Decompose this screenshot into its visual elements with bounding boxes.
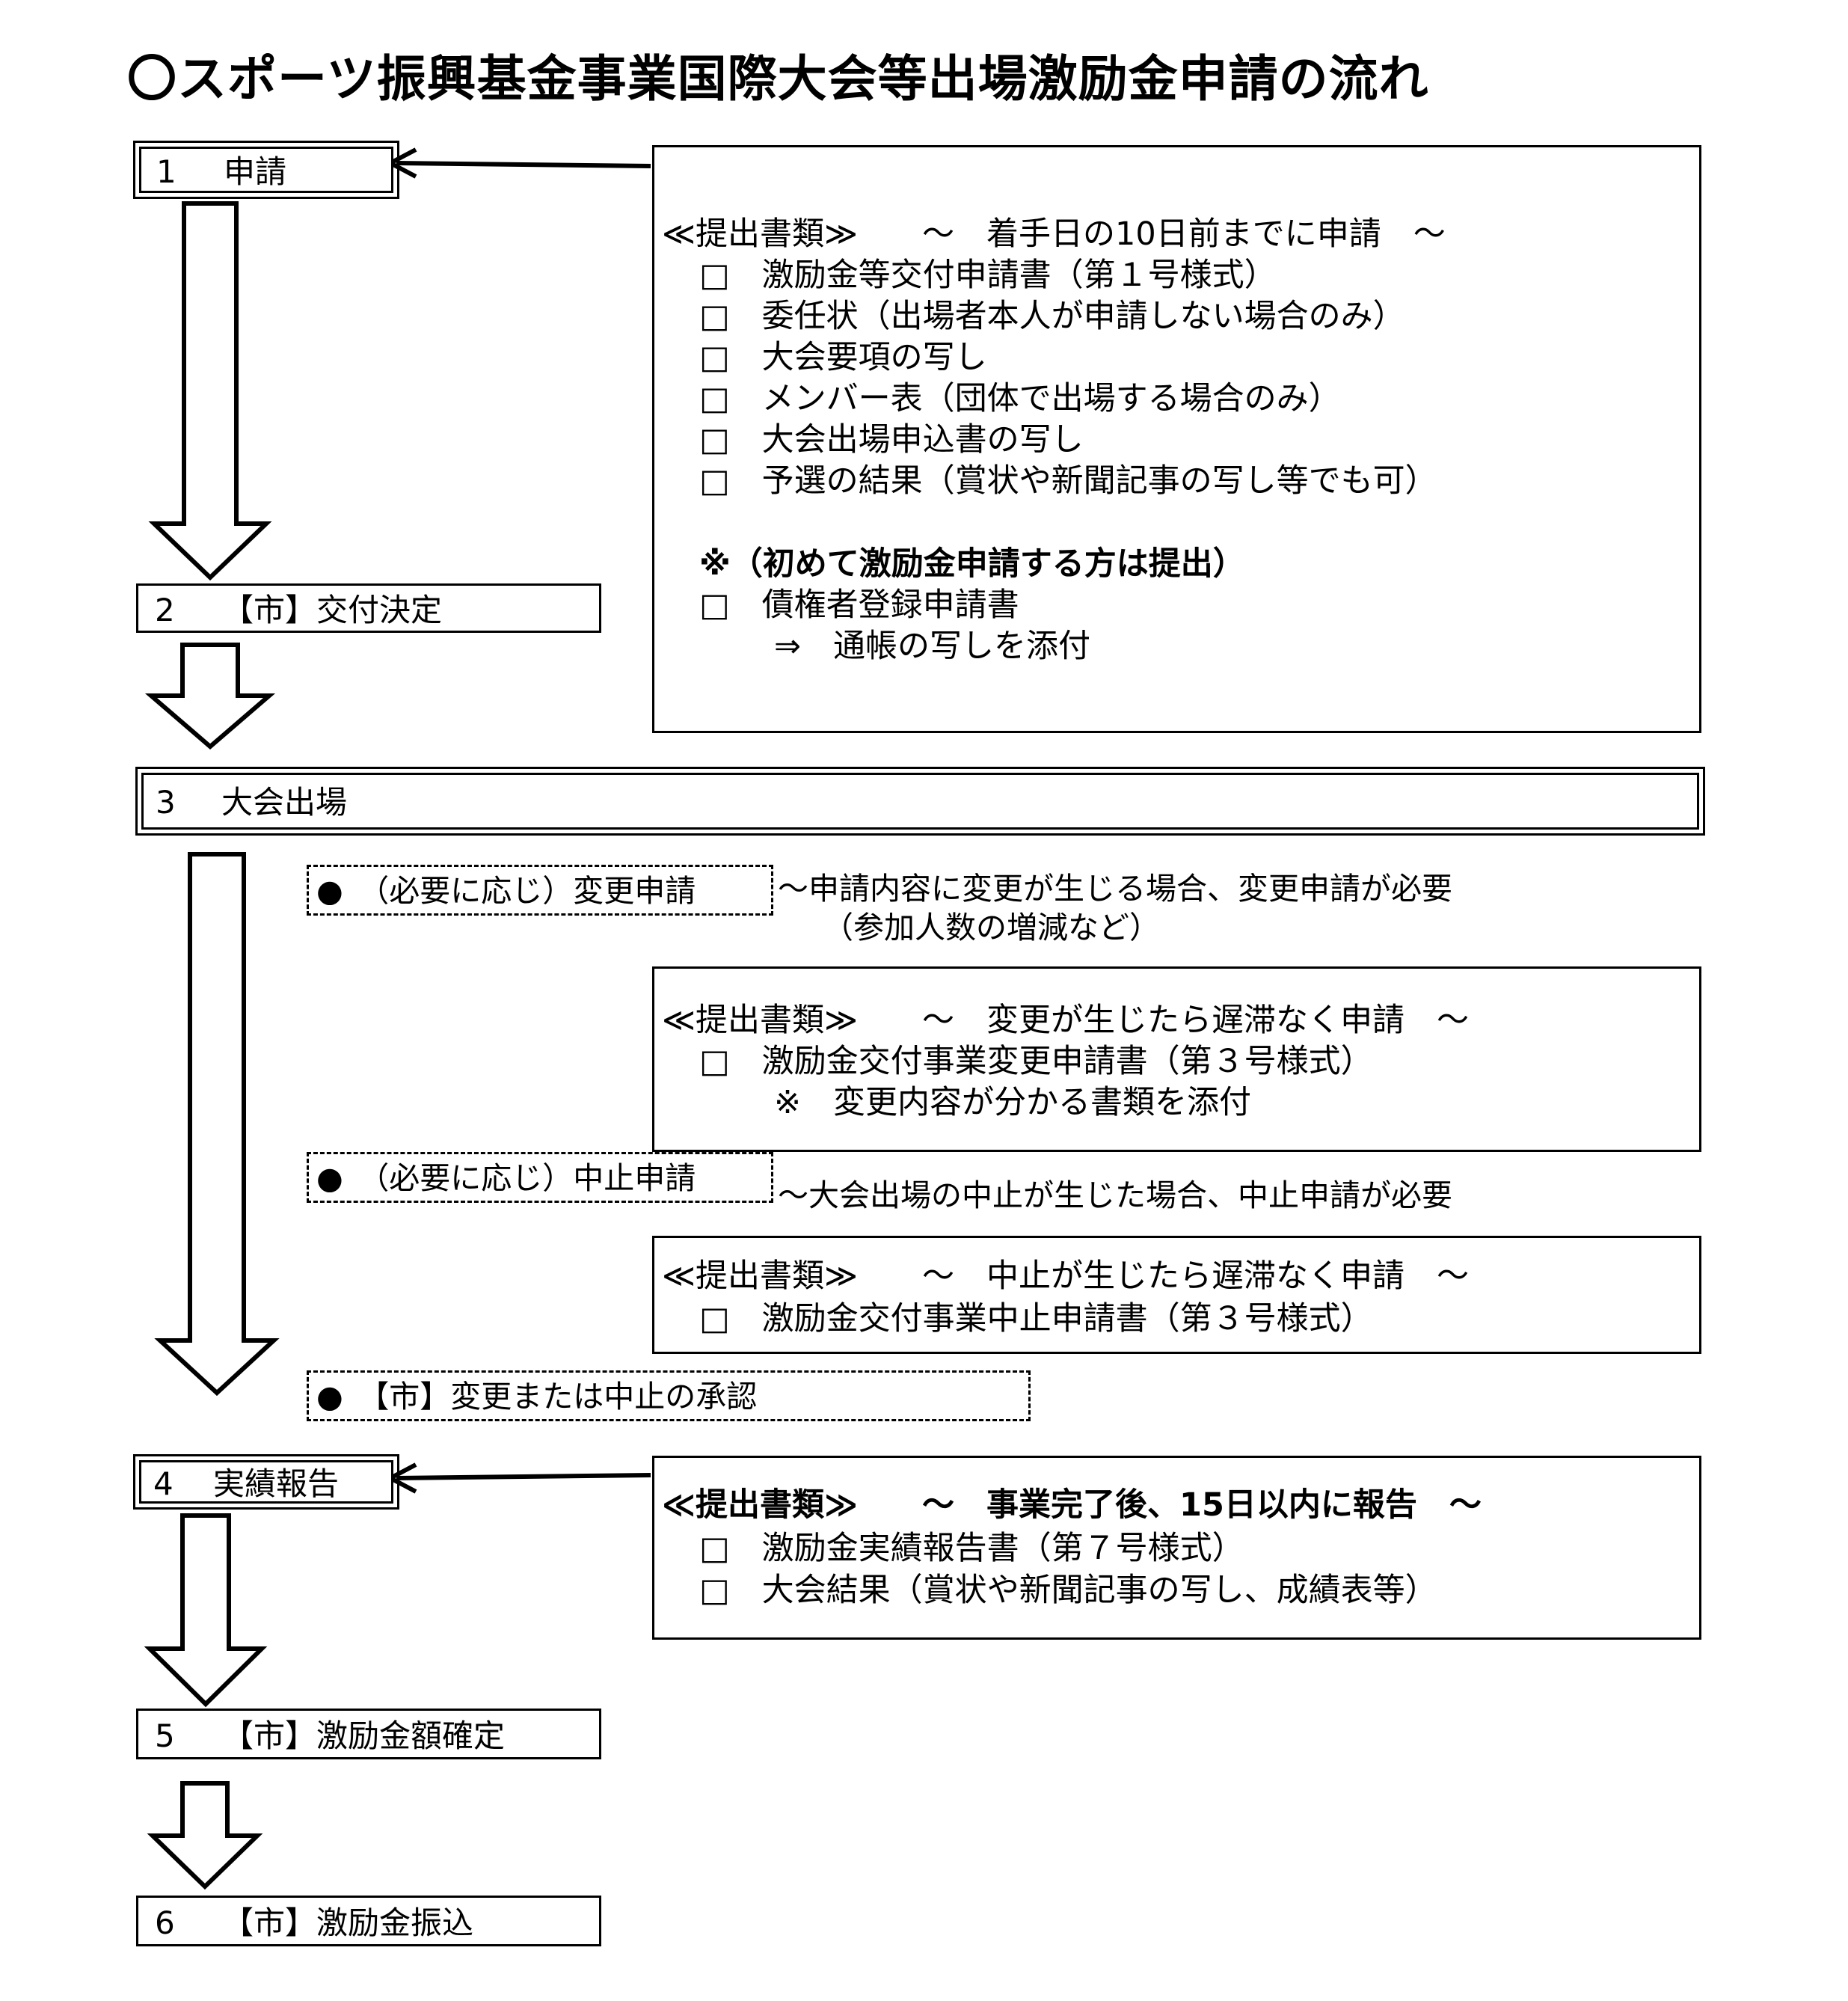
doc-item: □ 大会出場申込書の写し: [699, 421, 1084, 459]
required-documents-box-change: ≪提出書類≫ ～ 変更が生じたら遅滞なく申請 ～ □ 激励金交付事業変更申請書（…: [652, 966, 1701, 1152]
optional-change-label: ● （必要に応じ）変更申請: [316, 873, 696, 909]
step-5-box: 5 【市】激励金額確定: [136, 1709, 601, 1759]
step-4-number: 4: [153, 1465, 174, 1502]
optional-change-description: ～申請内容に変更が生じる場合、変更申請が必要: [778, 871, 1452, 907]
doc-box-2-note: ※ 変更内容が分かる書類を添付: [774, 1084, 1252, 1121]
optional-cancel-label: ● （必要に応じ）中止申請: [316, 1160, 696, 1196]
doc-item: □ メンバー表（団体で出場する場合のみ）: [699, 380, 1341, 417]
step-2-number: 2: [155, 592, 175, 628]
down-arrow-1-to-2: [148, 201, 272, 581]
doc-item: □ 債権者登録申請書: [699, 586, 1019, 624]
approval-box: ● 【市】変更または中止の承認: [307, 1370, 1031, 1421]
required-documents-box-application: ≪提出書類≫ ～ 着手日の10日前までに申請 ～ □ 激励金等交付申請書（第１号…: [652, 145, 1701, 733]
pointer-arrow-to-step1: [396, 161, 651, 168]
step-5-label: 【市】激励金額確定: [222, 1717, 506, 1754]
optional-change-request-box: ● （必要に応じ）変更申請: [307, 865, 773, 916]
doc-box-1-note: ※（初めて激励金申請する方は提出）: [699, 545, 1245, 583]
doc-box-1-attach-note: ⇒ 通帳の写しを添付: [774, 628, 1091, 665]
doc-item: □ 激励金実績報告書（第７号様式）: [699, 1530, 1244, 1567]
approval-label: ● 【市】変更または中止の承認: [316, 1379, 758, 1415]
step-3-label: 大会出場: [221, 784, 348, 821]
doc-box-2-header: ≪提出書類≫ ～ 変更が生じたら遅滞なく申請 ～: [662, 1002, 1470, 1039]
doc-item: □ 委任状（出場者本人が申請しない場合のみ）: [699, 298, 1405, 335]
pointer-arrow-to-step4: [396, 1473, 651, 1480]
step-5-number: 5: [155, 1717, 175, 1754]
step-3-number: 3: [156, 784, 176, 821]
doc-box-3-header: ≪提出書類≫ ～ 中止が生じたら遅滞なく申請 ～: [662, 1257, 1470, 1295]
down-arrow-2-to-3: [144, 643, 276, 750]
step-1-label: 申請: [224, 153, 287, 190]
step-6-label: 【市】激励金振込: [222, 1905, 474, 1941]
page-title: 〇スポーツ振興基金事業国際大会等出場激励金申請の流れ: [127, 50, 1429, 108]
doc-item: □ 大会結果（賞状や新聞記事の写し、成績表等）: [699, 1572, 1437, 1609]
step-2-box: 2 【市】交付決定: [136, 583, 601, 633]
doc-item: □ 予選の結果（賞状や新聞記事の写し等でも可）: [699, 462, 1437, 500]
optional-change-example: （参加人数の増減など）: [823, 910, 1160, 946]
doc-item: □ 激励金交付事業中止申請書（第３号様式）: [699, 1300, 1373, 1337]
doc-item: □ 激励金等交付申請書（第１号様式）: [699, 257, 1277, 294]
step-4-box: 4 実績報告: [133, 1454, 399, 1510]
step-1-box: 1 申請: [133, 141, 399, 199]
step-3-box: 3 大会出場: [135, 767, 1705, 836]
doc-box-4-header: ≪提出書類≫ ～ 事業完了後、15日以内に報告 ～: [662, 1486, 1482, 1524]
step-2-label: 【市】交付決定: [222, 592, 443, 628]
step-4-label: 実績報告: [213, 1465, 340, 1502]
required-documents-box-cancel: ≪提出書類≫ ～ 中止が生じたら遅滞なく申請 ～ □ 激励金交付事業中止申請書（…: [652, 1236, 1701, 1354]
optional-cancel-description: ～大会出場の中止が生じた場合、中止申請が必要: [778, 1177, 1452, 1213]
optional-cancel-request-box: ● （必要に応じ）中止申請: [307, 1152, 773, 1203]
doc-box-1-header: ≪提出書類≫ ～ 着手日の10日前までに申請 ～: [662, 215, 1446, 253]
step-1-number: 1: [156, 153, 176, 190]
down-arrow-4-to-5: [144, 1513, 268, 1708]
down-arrow-5-to-6: [147, 1781, 263, 1890]
down-arrow-3-to-4: [154, 852, 280, 1397]
step-6-box: 6 【市】激励金振込: [136, 1896, 601, 1946]
doc-item: □ 大会要項の写し: [699, 339, 987, 376]
required-documents-box-report: ≪提出書類≫ ～ 事業完了後、15日以内に報告 ～ □ 激励金実績報告書（第７号…: [652, 1456, 1701, 1640]
doc-item: □ 激励金交付事業変更申請書（第３号様式）: [699, 1043, 1373, 1080]
step-6-number: 6: [155, 1905, 175, 1941]
